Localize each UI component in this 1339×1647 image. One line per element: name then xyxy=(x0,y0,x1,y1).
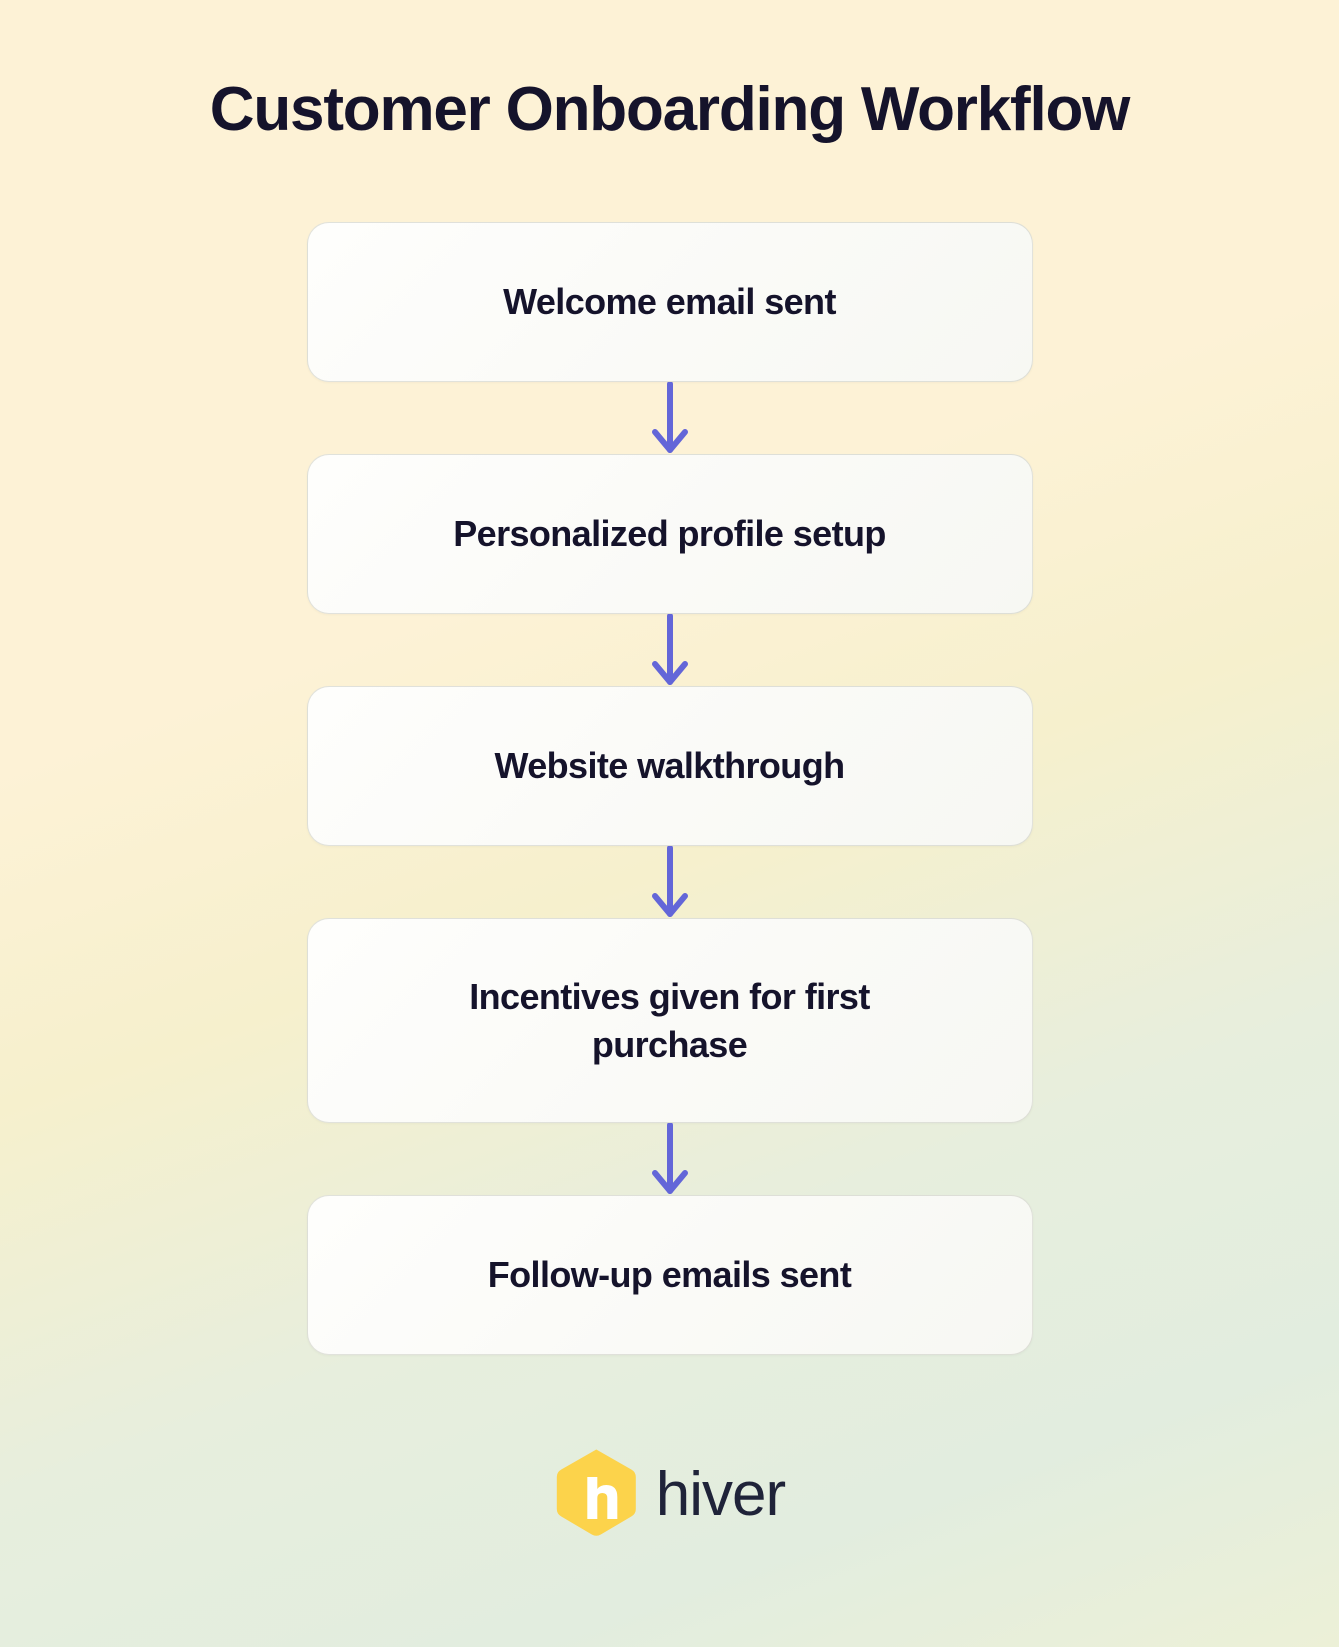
flow-step-label-5: Follow-up emails sent xyxy=(487,1254,852,1296)
flow-step-card-1[interactable]: Welcome email sent xyxy=(306,222,1033,382)
flow-step-label-1: Welcome email sent xyxy=(503,281,836,323)
brand-name: hiver xyxy=(655,1460,786,1529)
arrow-down-icon-4 xyxy=(647,1123,693,1195)
hiver-hexagon-icon xyxy=(554,1447,638,1539)
arrow-down-icon-1 xyxy=(647,382,693,454)
flow-step-label-2: Personalized profile setup xyxy=(453,513,886,555)
workflow-flowchart: Welcome email sent Personalized profile … xyxy=(306,222,1033,1355)
arrow-down-icon-3 xyxy=(647,846,693,918)
title-container: Customer Onboarding Workflow xyxy=(0,75,1339,144)
brand-logo: hiver xyxy=(554,1447,786,1539)
flow-step-card-2[interactable]: Personalized profile setup xyxy=(306,454,1033,614)
flow-step-card-3[interactable]: Website walkthrough xyxy=(306,686,1033,846)
flow-step-label-3: Website walkthrough xyxy=(494,745,846,787)
flow-step-card-4[interactable]: Incentives given for first purchase xyxy=(306,918,1033,1123)
flow-step-card-5[interactable]: Follow-up emails sent xyxy=(306,1195,1033,1355)
arrow-down-icon-2 xyxy=(647,614,693,686)
page-title: Customer Onboarding Workflow xyxy=(209,75,1131,144)
flow-step-label-4: Incentives given for first purchase xyxy=(469,975,870,1065)
